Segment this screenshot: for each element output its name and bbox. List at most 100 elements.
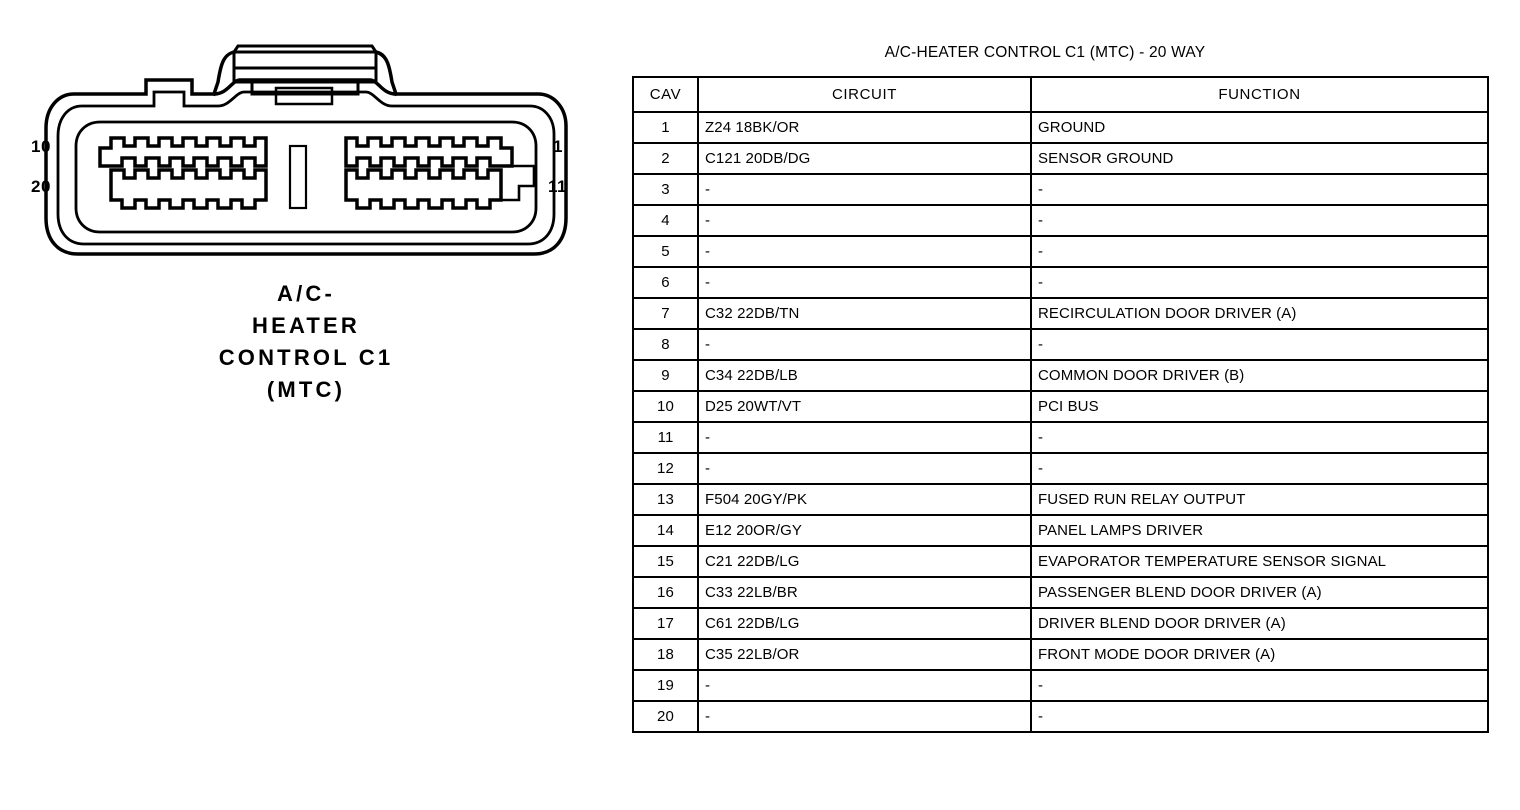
circuit-cell: C21 22DB/LG	[697, 545, 1032, 578]
circuit-cell: Z24 18BK/OR	[697, 111, 1032, 144]
circuit-cell: -	[697, 669, 1032, 702]
caption-line-3: CONTROL C1	[218, 345, 394, 370]
circuit-cell: -	[697, 173, 1032, 206]
pin-label-11: 11	[548, 177, 567, 196]
cav-cell: 6	[632, 266, 699, 299]
cav-cell: 4	[632, 204, 699, 237]
function-cell: -	[1030, 669, 1489, 702]
cav-cell: 10	[632, 390, 699, 423]
cavity-block-left	[98, 136, 268, 210]
cav-cell: 8	[632, 328, 699, 361]
function-cell: -	[1030, 328, 1489, 361]
function-cell: -	[1030, 700, 1489, 733]
column-header-function: FUNCTION	[1030, 76, 1489, 113]
cav-cell: 5	[632, 235, 699, 268]
column-header-cav: CAV	[632, 76, 699, 113]
function-cell: DRIVER BLEND DOOR DRIVER (A)	[1030, 607, 1489, 640]
circuit-cell: C34 22DB/LB	[697, 359, 1032, 392]
connector-panel: 10 20 1 11 A/C- HEATER CONTROL C1 (MTC)	[0, 0, 612, 810]
table-row: 19--	[632, 669, 1489, 702]
circuit-cell: F504 20GY/PK	[697, 483, 1032, 516]
function-cell: -	[1030, 235, 1489, 268]
circuit-cell: D25 20WT/VT	[697, 390, 1032, 423]
circuit-cell: -	[697, 235, 1032, 268]
connector-caption: A/C- HEATER CONTROL C1 (MTC)	[0, 278, 612, 406]
function-cell: GROUND	[1030, 111, 1489, 144]
circuit-cell: -	[697, 700, 1032, 733]
caption-line-4: (MTC)	[266, 377, 346, 402]
cav-cell: 14	[632, 514, 699, 547]
function-cell: RECIRCULATION DOOR DRIVER (A)	[1030, 297, 1489, 330]
circuit-cell: C61 22DB/LG	[697, 607, 1032, 640]
cavity-block-right	[344, 136, 536, 210]
circuit-cell: -	[697, 266, 1032, 299]
cav-cell: 7	[632, 297, 699, 330]
circuit-cell: -	[697, 452, 1032, 485]
circuit-cell: C121 20DB/DG	[697, 142, 1032, 175]
circuit-cell: C35 22LB/OR	[697, 638, 1032, 671]
function-cell: SENSOR GROUND	[1030, 142, 1489, 175]
function-cell: -	[1030, 173, 1489, 206]
function-cell: PASSENGER BLEND DOOR DRIVER (A)	[1030, 576, 1489, 609]
connector-keyway	[288, 144, 308, 210]
table-header-row: CAV CIRCUIT FUNCTION	[632, 76, 1489, 113]
cav-cell: 18	[632, 638, 699, 671]
connector-drawing	[44, 44, 568, 256]
cav-cell: 16	[632, 576, 699, 609]
function-cell: PCI BUS	[1030, 390, 1489, 423]
table-row: 20--	[632, 700, 1489, 733]
table-row: 4--	[632, 204, 1489, 237]
pin-label-1: 1	[553, 137, 563, 156]
pinout-panel: A/C-HEATER CONTROL C1 (MTC) - 20 WAY CAV…	[612, 0, 1520, 810]
table-row: 12--	[632, 452, 1489, 485]
caption-line-1: A/C-	[276, 281, 335, 306]
function-cell: PANEL LAMPS DRIVER	[1030, 514, 1489, 547]
cav-cell: 15	[632, 545, 699, 578]
column-header-circuit: CIRCUIT	[697, 76, 1032, 113]
cav-cell: 11	[632, 421, 699, 454]
table-title: A/C-HEATER CONTROL C1 (MTC) - 20 WAY	[884, 44, 1206, 61]
function-cell: -	[1030, 421, 1489, 454]
connector-latch-icon	[211, 44, 399, 106]
table-row: 3--	[632, 173, 1489, 206]
cav-cell: 9	[632, 359, 699, 392]
function-cell: FUSED RUN RELAY OUTPUT	[1030, 483, 1489, 516]
cav-cell: 17	[632, 607, 699, 640]
connector-shell-outline	[44, 78, 568, 256]
circuit-cell: C33 22LB/BR	[697, 576, 1032, 609]
pin-label-20: 20	[31, 177, 51, 196]
function-cell: -	[1030, 204, 1489, 237]
cav-cell: 1	[632, 111, 699, 144]
table-row: 6--	[632, 266, 1489, 299]
function-cell: -	[1030, 452, 1489, 485]
cav-cell: 3	[632, 173, 699, 206]
cav-cell: 13	[632, 483, 699, 516]
cav-cell: 12	[632, 452, 699, 485]
circuit-cell: -	[697, 328, 1032, 361]
circuit-cell: C32 22DB/TN	[697, 297, 1032, 330]
table-row: 8--	[632, 328, 1489, 361]
function-cell: -	[1030, 266, 1489, 299]
function-cell: EVAPORATOR TEMPERATURE SENSOR SIGNAL	[1030, 545, 1489, 578]
caption-line-2: HEATER	[251, 313, 361, 338]
circuit-cell: -	[697, 421, 1032, 454]
pin-label-10: 10	[31, 137, 51, 156]
function-cell: FRONT MODE DOOR DRIVER (A)	[1030, 638, 1489, 671]
circuit-cell: -	[697, 204, 1032, 237]
cav-cell: 19	[632, 669, 699, 702]
table-row: 5--	[632, 235, 1489, 268]
cav-cell: 2	[632, 142, 699, 175]
